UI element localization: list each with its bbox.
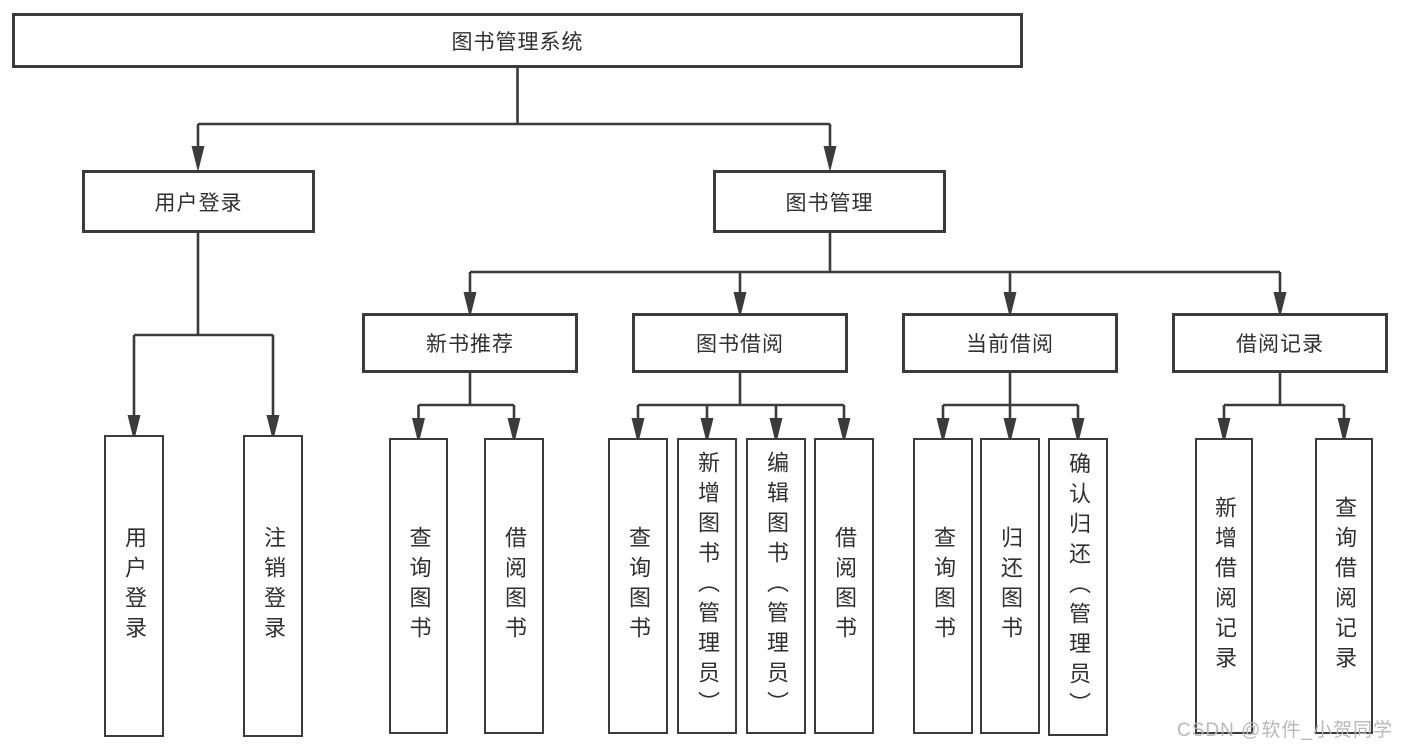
- node-book-borrow: 图书借阅: [632, 313, 848, 373]
- leaf-recommend-borrow-books: 借阅图书: [484, 438, 544, 734]
- node-root: 图书管理系统: [12, 13, 1023, 68]
- node-user-login-label: 用户登录: [154, 191, 243, 215]
- leaf-return-books-label: 归还图书: [998, 526, 1023, 646]
- leaf-add-borrow-record: 新增借阅记录: [1195, 438, 1253, 734]
- leaf-user-login-label: 用户登录: [122, 526, 147, 646]
- node-new-book-recommend: 新书推荐: [362, 313, 578, 373]
- node-borrow-records: 借阅记录: [1172, 313, 1388, 373]
- leaf-recommend-borrow-books-label: 借阅图书: [502, 526, 527, 646]
- node-root-label: 图书管理系统: [451, 30, 584, 54]
- leaf-add-books-admin-label: 新增图书（管理员）: [695, 451, 720, 721]
- leaf-current-query-books-label: 查询图书: [931, 526, 956, 646]
- leaf-return-books: 归还图书: [980, 438, 1040, 734]
- leaf-query-borrow-record-label: 查询借阅记录: [1332, 496, 1357, 676]
- leaf-query-borrow-record: 查询借阅记录: [1315, 438, 1373, 734]
- leaf-logout: 注销登录: [243, 435, 303, 737]
- leaf-borrow-query-books-label: 查询图书: [626, 526, 651, 646]
- node-current-borrow-label: 当前借阅: [966, 333, 1054, 356]
- node-book-management-label: 图书管理: [785, 191, 874, 215]
- leaf-edit-books-admin: 编辑图书（管理员）: [746, 438, 806, 734]
- leaf-borrow-books-label: 借阅图书: [832, 526, 857, 646]
- leaf-current-query-books: 查询图书: [913, 438, 973, 734]
- node-book-borrow-label: 图书借阅: [696, 333, 784, 356]
- leaf-confirm-return-admin-label: 确认归还（管理员）: [1066, 452, 1091, 722]
- leaf-add-books-admin: 新增图书（管理员）: [677, 438, 737, 734]
- leaf-logout-label: 注销登录: [261, 526, 286, 646]
- leaf-borrow-books: 借阅图书: [814, 438, 874, 734]
- leaf-recommend-query-books-label: 查询图书: [406, 526, 432, 646]
- leaf-borrow-query-books: 查询图书: [608, 438, 668, 734]
- leaf-add-borrow-record-label: 新增借阅记录: [1212, 496, 1237, 676]
- leaf-confirm-return-admin: 确认归还（管理员）: [1048, 438, 1108, 736]
- leaf-recommend-query-books: 查询图书: [389, 438, 448, 734]
- leaf-edit-books-admin-label: 编辑图书（管理员）: [764, 451, 789, 721]
- node-new-book-recommend-label: 新书推荐: [426, 333, 514, 356]
- node-user-login: 用户登录: [82, 170, 315, 233]
- node-book-management: 图书管理: [713, 170, 946, 233]
- node-borrow-records-label: 借阅记录: [1236, 333, 1324, 356]
- leaf-user-login: 用户登录: [104, 435, 164, 737]
- node-current-borrow: 当前借阅: [902, 313, 1118, 373]
